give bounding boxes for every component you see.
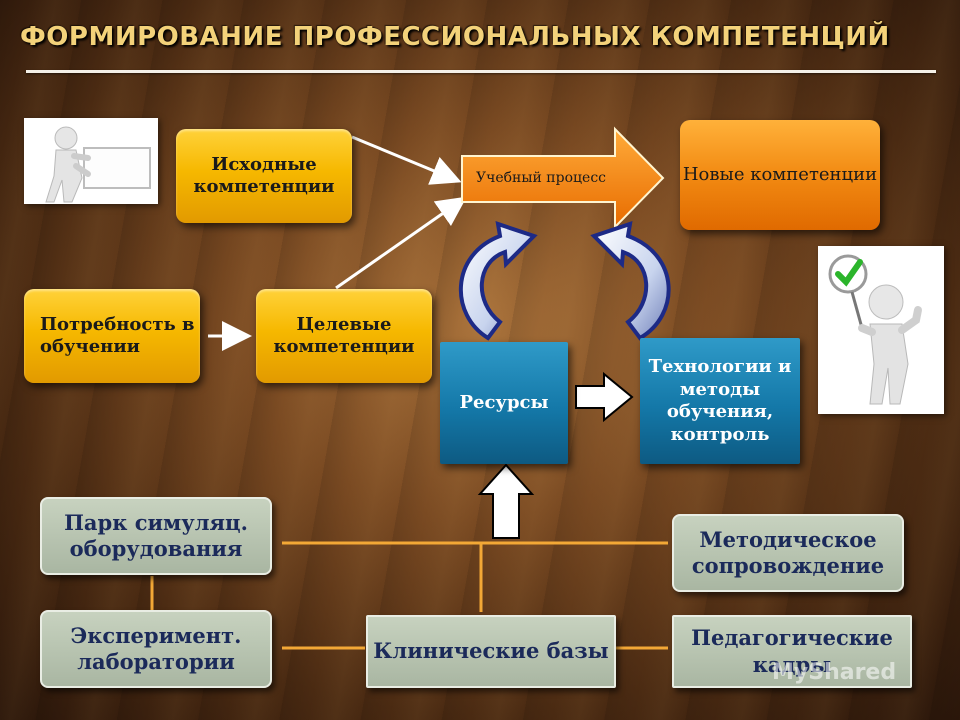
figure-with-checkmark-image [818,246,944,414]
arrow-initial-to-process [351,135,462,185]
learning-process-label: Учебный процесс [475,170,607,187]
bottom-connector-lines [150,541,668,650]
node-target-competencies: Целевые компетенции [256,289,432,383]
title-underline [26,70,936,73]
learning-process-label-box: Учебный процесс [470,160,612,198]
node-learning-need: Потребность в обучении [24,289,200,383]
node-technologies-methods: Технологии и методы обучения, контроль [640,338,800,464]
node-need-label: Потребность в обучении [40,313,195,358]
node-initial-label: Исходные компетенции [193,153,335,198]
node-simulation-park: Парк симуляц. оборудования [40,497,272,575]
node-method-support: Методическое сопровождение [672,514,904,592]
node-method-label: Методическое сопровождение [691,526,885,578]
node-resources-label: Ресурсы [459,391,549,413]
arrow-target-to-process [335,196,467,290]
circular-arrows-icon [458,221,671,341]
page-title: ФОРМИРОВАНИЕ ПРОФЕССИОНАЛЬНЫХ КОМПЕТЕНЦИ… [20,22,890,52]
node-tech-label: Технологии и методы обучения, контроль [648,356,792,445]
watermark: MyShared [772,660,897,685]
node-target-label: Целевые компетенции [273,313,415,358]
node-labs-label: Эксперимент. лаборатории [70,622,242,674]
figure-with-checkmark-icon [828,254,922,405]
arrow-resources-to-tech [575,371,634,423]
figure-holding-sign-icon [45,126,151,203]
node-simulation-label: Парк симуляц. оборудования [64,509,248,561]
node-new-competencies: Новые компетенции [680,120,880,230]
node-new-label: Новые компетенции [682,163,878,185]
learning-process-arrow [461,126,665,230]
node-teaching-staff: Педагогические кадры [672,615,912,688]
node-clinical-bases: Клинические базы [366,615,616,688]
node-resources: Ресурсы [440,342,568,464]
node-clinical-label: Клинические базы [373,638,609,664]
node-initial-competencies: Исходные компетенции [176,129,352,223]
figure-holding-sign-image [24,118,158,204]
node-staff-label: Педагогические кадры [691,625,893,677]
node-experimental-labs: Эксперимент. лаборатории [40,610,272,688]
arrow-up-to-resources [477,463,535,539]
